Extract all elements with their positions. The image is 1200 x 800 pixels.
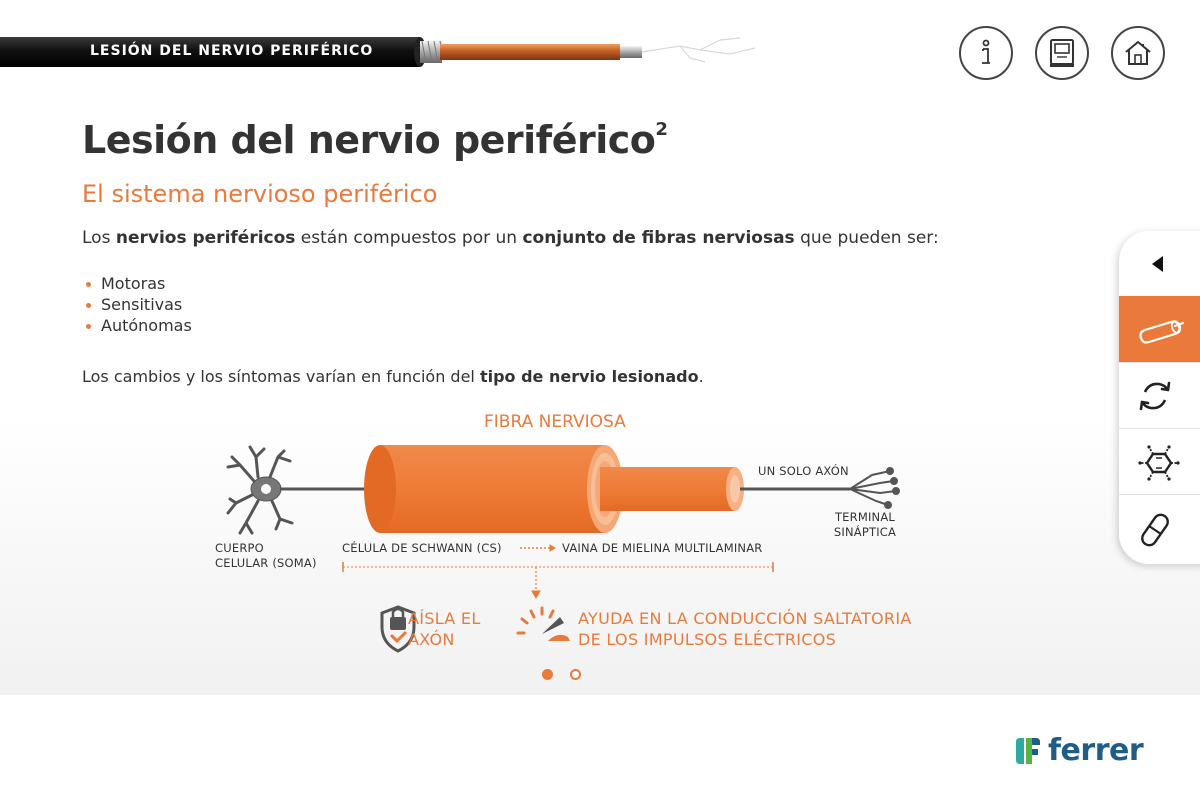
info-button[interactable] [959, 26, 1013, 80]
ferrer-logo-text: ferrer [1048, 733, 1144, 768]
pagination-dot-2[interactable] [570, 669, 581, 680]
synaptic-terminal-icon [849, 467, 900, 509]
list-item: Sensitivas [84, 294, 192, 315]
home-icon [1125, 40, 1151, 65]
function-bracket [342, 562, 774, 600]
myelin-sheath [600, 467, 735, 511]
side-navigation [1119, 231, 1200, 564]
list-item: Motoras [84, 273, 192, 294]
side-nav-pill[interactable] [1119, 494, 1200, 564]
content-background [0, 0, 1200, 695]
back-arrow-icon [1152, 255, 1163, 272]
shield-lock-icon [380, 605, 416, 653]
page-title: Lesión del nervio periférico2 [82, 118, 668, 162]
fiber-types-list: Motoras Sensitivas Autónomas [84, 273, 192, 336]
ferrer-logo-icon [1016, 737, 1040, 764]
ferrer-logo: ferrer [1014, 733, 1144, 768]
book-button[interactable] [1035, 26, 1089, 80]
schwann-to-myelin-arrow [520, 544, 556, 552]
side-nav-cycle[interactable] [1119, 362, 1200, 428]
label-schwann-cell: CÉLULA DE SCHWANN (CS) [342, 541, 502, 555]
header-cable-banner [0, 37, 756, 67]
diagram-title: FIBRA NERVIOSA [484, 412, 626, 432]
label-single-axon: UN SOLO AXÓN [758, 464, 849, 478]
page-subtitle: El sistema nervioso periférico [82, 180, 438, 208]
nerve-fiber-diagram [226, 445, 900, 653]
cycle-icon [1139, 381, 1171, 410]
home-button[interactable] [1111, 26, 1165, 80]
intro-paragraph: Los nervios periféricos están compuestos… [82, 228, 939, 248]
outro-paragraph: Los cambios y los síntomas varían en fun… [82, 367, 704, 386]
book-icon [1050, 39, 1074, 67]
side-nav-molecule[interactable] [1119, 428, 1200, 494]
side-nav-back[interactable] [1119, 231, 1200, 296]
molecule-icon [1138, 444, 1180, 481]
neuron-soma-icon [226, 445, 294, 535]
speed-gauge-icon [516, 606, 570, 641]
side-nav-cable[interactable] [1119, 296, 1200, 362]
pill-icon [1141, 513, 1169, 546]
cable-icon [1139, 320, 1185, 344]
section-title: LESIÓN DEL NERVIO PERIFÉRICO [90, 43, 374, 59]
list-item: Autónomas [84, 315, 192, 336]
label-myelin-sheath: VAINA DE MIELINA MULTILAMINAR [562, 541, 763, 555]
info-icon [982, 39, 990, 64]
pagination-dot-1[interactable] [542, 669, 553, 680]
schwann-cell-sheath [380, 445, 605, 533]
title-reference: 2 [655, 119, 668, 141]
